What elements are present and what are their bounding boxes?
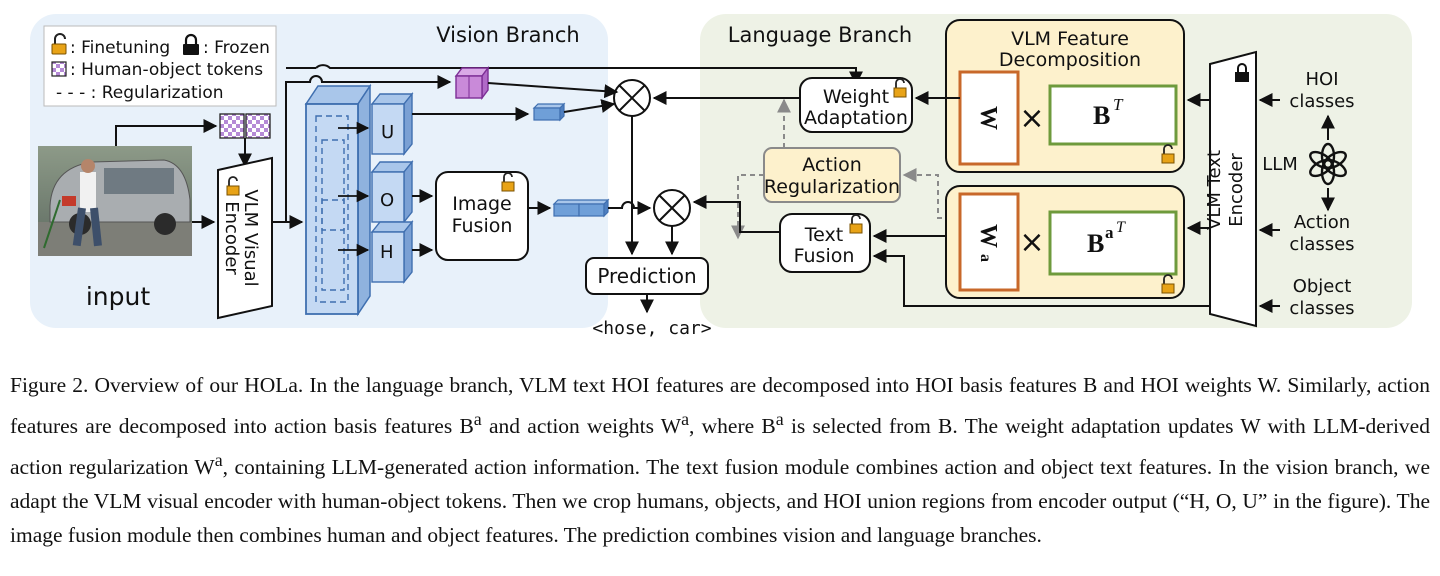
crop-u-label: U bbox=[381, 122, 394, 143]
legend-frozen: : Frozen bbox=[203, 38, 270, 58]
decomp-top-lock-icon bbox=[1161, 144, 1175, 164]
visual-encoder-label-1: VLM Visual bbox=[240, 189, 261, 286]
prediction-output: <hose, car> bbox=[592, 318, 711, 339]
text-encoder-label-2: Encoder bbox=[1226, 153, 1247, 227]
figure-caption: Figure 2. Overview of our HOLa. In the l… bbox=[10, 368, 1430, 552]
legend-box bbox=[43, 25, 277, 107]
action-basis-label: B bbox=[1087, 229, 1104, 258]
action-basis-matrix bbox=[1048, 210, 1178, 276]
union-feature-vector bbox=[532, 102, 566, 122]
text-fusion-lock-icon bbox=[849, 214, 863, 234]
prediction-label: Prediction bbox=[597, 264, 696, 288]
multiply-symbol-bottom: × bbox=[1019, 225, 1044, 260]
action-weights-matrix bbox=[958, 192, 1020, 292]
vision-branch-title: Vision Branch bbox=[436, 23, 579, 47]
crop-u-cube bbox=[370, 92, 414, 156]
image-fusion-label-1: Image bbox=[452, 193, 512, 215]
figure-canvas: Vision Branch Language Branch : Finetuni… bbox=[30, 14, 1412, 339]
hoi-weights-matrix bbox=[958, 70, 1020, 166]
hoi-classes-label-1: HOI bbox=[1305, 69, 1338, 90]
legend-finetuning: : Finetuning bbox=[70, 38, 170, 58]
action-classes-label-2: classes bbox=[1289, 234, 1354, 255]
text-encoder-label-1: VLM Text bbox=[1204, 150, 1225, 230]
vlm-visual-encoder bbox=[217, 156, 273, 320]
hoi-basis-matrix bbox=[1048, 84, 1178, 146]
input-image bbox=[38, 146, 192, 256]
frozen-lock-icon bbox=[183, 33, 199, 55]
action-regularization-label-2: Regularization bbox=[764, 176, 900, 198]
llm-openai-icon bbox=[1309, 142, 1347, 186]
token-legend-icon bbox=[51, 61, 67, 77]
caption-paragraph: Figure 2. Overview of our HOLa. In the l… bbox=[10, 373, 1430, 548]
decomp-bottom-lock-icon bbox=[1161, 274, 1175, 294]
language-branch-title: Language Branch bbox=[728, 23, 912, 47]
human-object-token-1 bbox=[219, 113, 245, 139]
text-fusion-label-2: Fusion bbox=[794, 245, 855, 267]
action-weights-label: W bbox=[975, 224, 1001, 248]
hoi-basis-label: B bbox=[1093, 101, 1110, 130]
action-weights-superscript: a bbox=[977, 254, 994, 262]
multiply-node-bottom bbox=[653, 189, 691, 227]
action-basis-superscript: a bbox=[1105, 223, 1114, 242]
hoi-basis-transpose: T bbox=[1113, 95, 1124, 114]
hola-overview-figure: Vision Branch Language Branch : Finetuni… bbox=[30, 14, 1412, 339]
action-basis-transpose: T bbox=[1116, 219, 1126, 236]
multiply-node-top bbox=[613, 79, 651, 117]
visual-encoder-label-2: Encoder bbox=[221, 201, 242, 275]
decomposition-title-1: VLM Feature bbox=[1011, 28, 1129, 50]
weight-adaptation-module bbox=[799, 77, 913, 133]
action-regularization-label-1: Action bbox=[802, 154, 862, 176]
legend-regularization: - - - : Regularization bbox=[56, 83, 224, 103]
weight-adaptation-label-1: Weight bbox=[823, 86, 889, 108]
decomposition-title-2: Decomposition bbox=[999, 49, 1141, 71]
hoi-weights-label: W bbox=[975, 106, 1001, 130]
human-object-token-2 bbox=[245, 113, 271, 139]
text-encoder-frozen-lock-icon bbox=[1235, 63, 1249, 82]
fused-image-feature-vector bbox=[552, 198, 610, 218]
input-to-tokens-arrow bbox=[115, 119, 218, 146]
weight-adaptation-label-2: Adaptation bbox=[804, 107, 908, 129]
token-output-cube bbox=[454, 65, 490, 101]
crop-h-cube bbox=[370, 220, 414, 284]
crop-o-cube bbox=[370, 160, 414, 224]
action-classes-label-1: Action bbox=[1294, 212, 1350, 233]
token-to-weight-adaptation-arrow bbox=[315, 64, 863, 86]
vlm-text-encoder bbox=[1209, 50, 1257, 328]
crop-o-label: O bbox=[380, 190, 394, 211]
crop-h-label: H bbox=[380, 242, 394, 263]
hoi-classes-label-2: classes bbox=[1289, 91, 1354, 112]
llm-label: LLM bbox=[1262, 154, 1298, 175]
encoder-feature-map bbox=[304, 83, 372, 317]
text-fusion-label-1: Text bbox=[804, 224, 843, 246]
weight-adaptation-lock-icon bbox=[893, 78, 907, 98]
visual-encoder-lock-icon bbox=[226, 176, 240, 196]
object-classes-label-2: classes bbox=[1289, 298, 1354, 319]
finetuning-lock-icon bbox=[51, 33, 67, 55]
multiply-symbol-top: × bbox=[1019, 101, 1044, 136]
legend-tokens: : Human-object tokens bbox=[70, 60, 263, 80]
image-fusion-module bbox=[435, 171, 529, 261]
text-fusion-module bbox=[779, 213, 871, 273]
encoder-to-token-output-arrow bbox=[285, 75, 452, 222]
image-fusion-lock-icon bbox=[501, 172, 515, 192]
image-fusion-label-2: Fusion bbox=[452, 215, 513, 237]
object-classes-label-1: Object bbox=[1293, 276, 1352, 297]
input-label: input bbox=[86, 282, 151, 311]
